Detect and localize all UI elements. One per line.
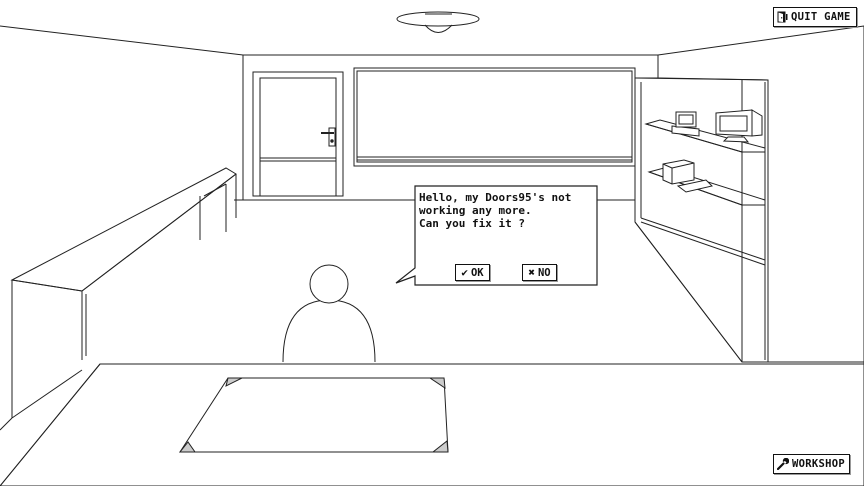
speech-bubble (395, 185, 598, 286)
wrench-icon (777, 458, 789, 470)
left-bench (10, 167, 237, 419)
no-button[interactable]: ✖ NO (522, 264, 557, 281)
room-walls (0, 25, 864, 431)
ceiling-lamp (396, 11, 480, 33)
check-icon: ✔ (461, 266, 468, 279)
quit-game-label: QUIT GAME (791, 11, 851, 23)
workshop-label: WORKSHOP (792, 458, 845, 470)
cross-icon: ✖ (528, 266, 535, 279)
door-exit-icon (777, 11, 788, 23)
no-label: NO (537, 266, 551, 279)
customer-figure (282, 264, 376, 363)
dialog-message: Hello, my Doors95's not working any more… (419, 191, 572, 230)
front-counter (0, 363, 864, 486)
quit-game-button[interactable]: QUIT GAME (773, 7, 857, 27)
back-door (252, 71, 344, 197)
back-window (353, 67, 636, 167)
workshop-button[interactable]: WORKSHOP (773, 454, 850, 474)
right-shelves (634, 77, 769, 363)
ok-button[interactable]: ✔ OK (455, 264, 490, 281)
ok-label: OK (470, 266, 484, 279)
shelf-computers (662, 109, 763, 193)
